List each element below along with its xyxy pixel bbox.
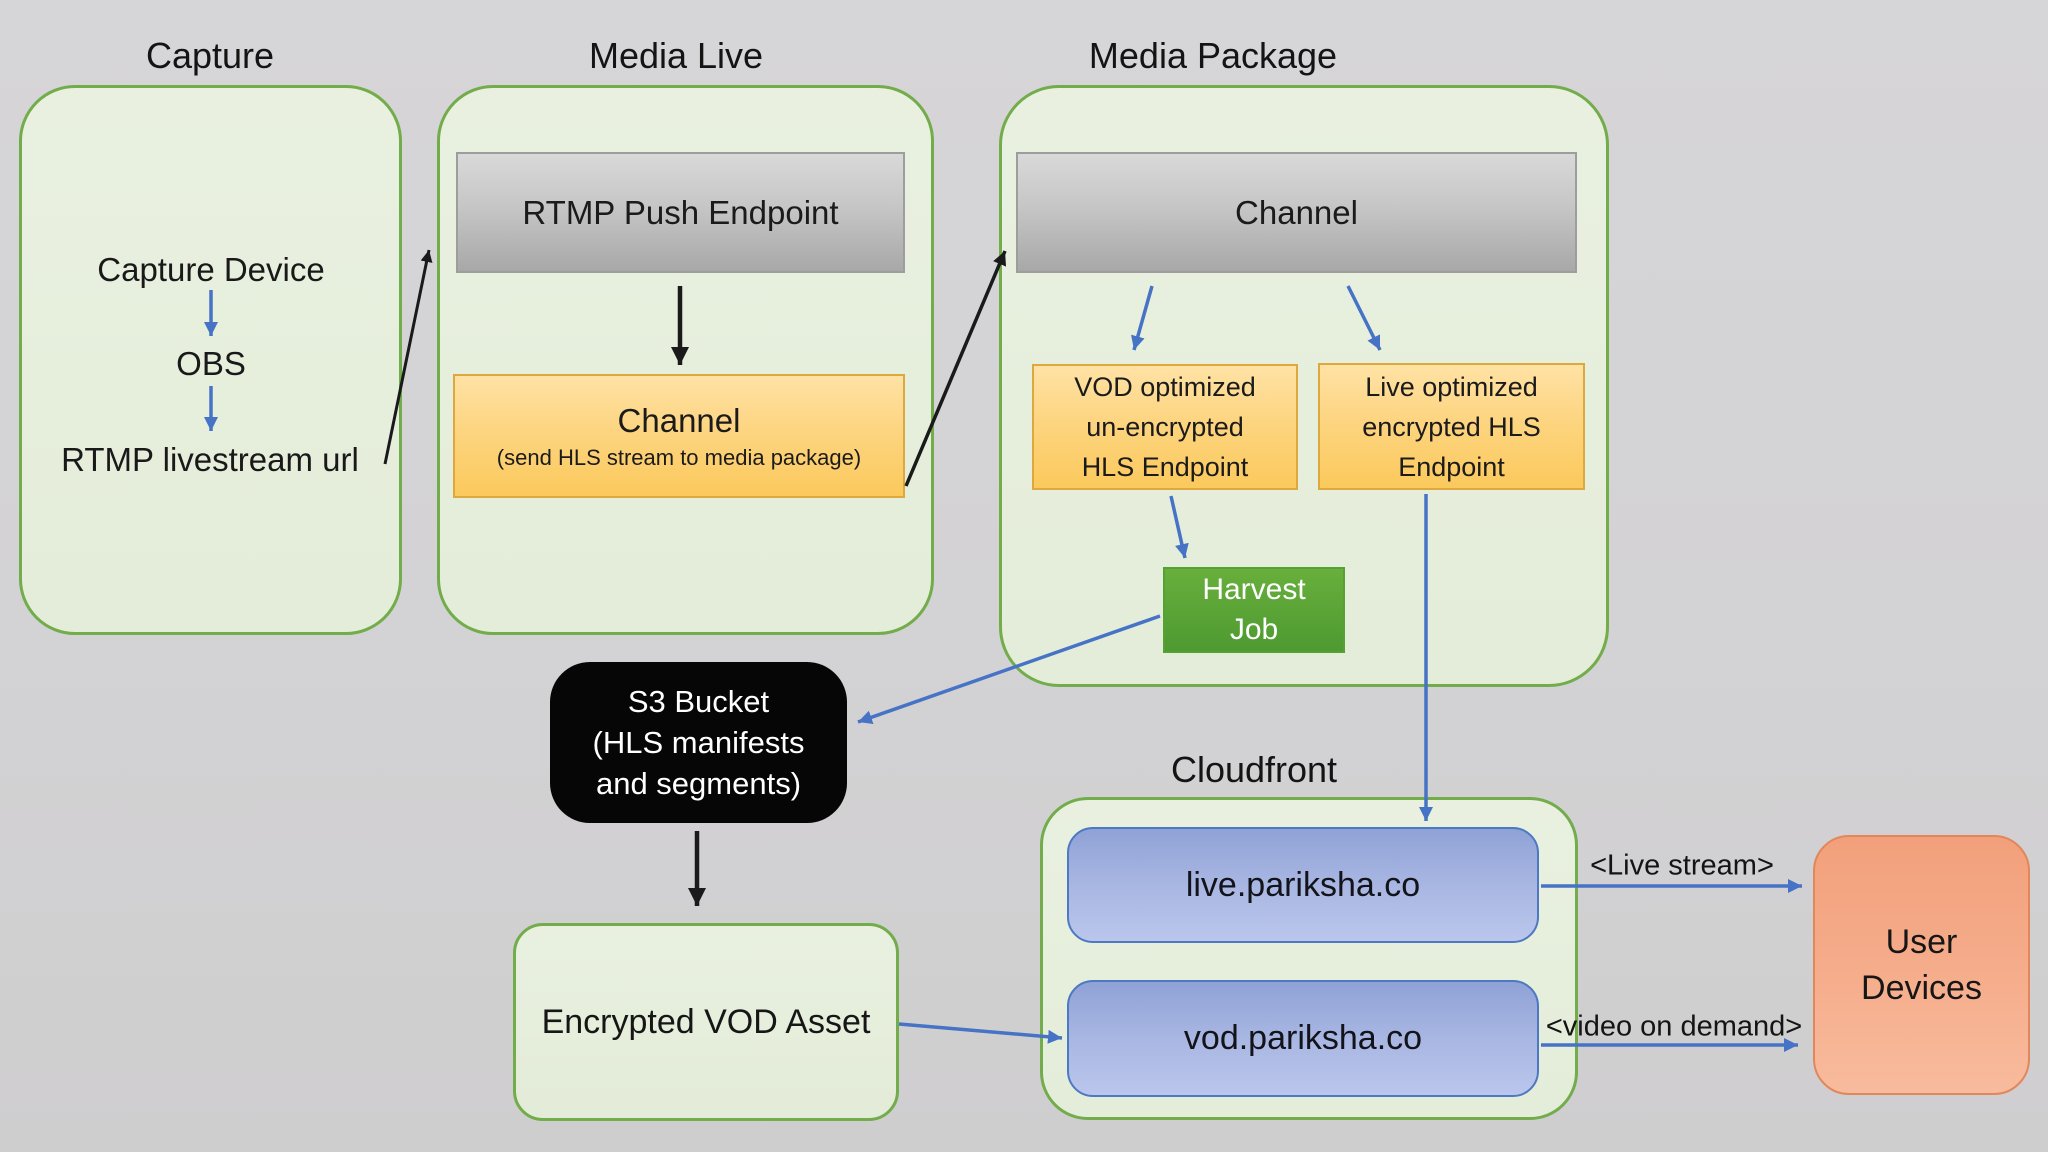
cloudfront-group-title: Cloudfront	[1170, 749, 1338, 790]
s3-line-3: and segments)	[595, 766, 802, 801]
harvest-job-line-1: Harvest	[1202, 573, 1306, 606]
vod-domain-node: vod.pariksha.co	[1067, 980, 1539, 1097]
capture-device-label: Capture Device	[97, 251, 325, 288]
arrow-encrypted-vod-to-vod-domain	[898, 1022, 1063, 1044]
media-live-channel-label: Channel	[617, 402, 741, 439]
user-devices-line-1: User	[1885, 923, 1958, 961]
live-domain-node: live.pariksha.co	[1067, 827, 1539, 943]
rtmp-livestream-url-label: RTMP livestream url	[61, 441, 359, 478]
user-devices-node: User Devices	[1813, 835, 2030, 1095]
vod-domain-label: vod.pariksha.co	[1183, 1019, 1423, 1057]
encrypted-vod-asset-label: Encrypted VOD Asset	[541, 1002, 871, 1041]
s3-bucket-node: S3 Bucket (HLS manifests and segments)	[550, 662, 847, 823]
live-domain-label: live.pariksha.co	[1185, 865, 1421, 904]
live-endpoint-line-3: Endpoint	[1398, 451, 1505, 482]
media-package-channel-label: Channel	[1235, 193, 1358, 231]
obs-label: OBS	[176, 345, 246, 382]
live-endpoint-line-2: encrypted HLS	[1362, 411, 1541, 442]
live-stream-edge-label: <Live stream>	[1590, 849, 1774, 882]
s3-line-2: (HLS manifests	[592, 725, 805, 760]
media-live-channel-caption: (send HLS stream to media package)	[496, 445, 862, 470]
rtmp-push-endpoint-label: RTMP Push Endpoint	[522, 193, 839, 231]
capture-group-box	[19, 85, 402, 635]
media-package-group-title: Media Package	[1088, 35, 1338, 76]
vod-hls-endpoint-node: VOD optimized un-encrypted HLS Endpoint	[1032, 364, 1298, 490]
vod-endpoint-line-3: HLS Endpoint	[1081, 452, 1249, 482]
encrypted-vod-asset-node: Encrypted VOD Asset	[513, 923, 899, 1121]
harvest-job-node: Harvest Job	[1163, 567, 1345, 653]
live-hls-endpoint-node: Live optimized encrypted HLS Endpoint	[1318, 363, 1585, 490]
capture-group-title: Capture	[145, 35, 275, 76]
user-devices-line-2: Devices	[1861, 969, 1982, 1007]
media-live-channel-node: Channel (send HLS stream to media packag…	[453, 374, 905, 498]
vod-endpoint-line-2: un-encrypted	[1086, 412, 1244, 442]
harvest-job-line-2: Job	[1229, 613, 1279, 646]
rtmp-push-endpoint-node: RTMP Push Endpoint	[456, 152, 905, 273]
video-on-demand-edge-label: <video on demand>	[1545, 1010, 1803, 1043]
s3-line-1: S3 Bucket	[627, 684, 770, 719]
live-endpoint-line-1: Live optimized	[1365, 371, 1538, 402]
media-package-channel-node: Channel	[1016, 152, 1577, 273]
vod-endpoint-line-1: VOD optimized	[1074, 372, 1256, 402]
media-live-group-title: Media Live	[588, 35, 764, 76]
